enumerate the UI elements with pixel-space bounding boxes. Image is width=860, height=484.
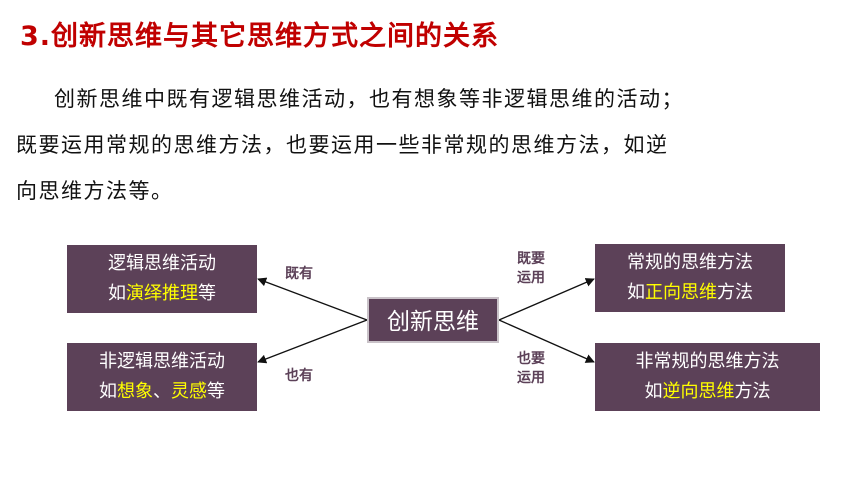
center-node-innovative-thinking: 创新思维 <box>367 297 499 343</box>
box-conventional-methods-line1: 常规的思维方法 <box>627 252 753 273</box>
slide-title: 3.创新思维与其它思维方式之间的关系 <box>20 21 500 52</box>
paragraph-line-3: 向思维方法等。 <box>16 179 174 203</box>
label-bottom-right: 也要 运用 <box>517 351 545 386</box>
box-logical-thinking-line1: 逻辑思维活动 <box>108 253 216 274</box>
box-logical-thinking: 逻辑思维活动 如演绎推理等 <box>67 245 257 313</box>
label-bottom-left: 也有 <box>285 368 313 384</box>
arrow-to-bottom-left <box>257 319 368 364</box>
label-top-right: 既要 运用 <box>517 251 545 286</box>
box-non-logical-thinking: 非逻辑思维活动 如想象、灵感等 <box>67 343 257 411</box>
arrow-to-top-right <box>498 278 595 321</box>
paragraph-line-1: 创新思维中既有逻辑思维活动，也有想象等非逻辑思维的活动； <box>54 87 684 111</box>
paragraph-line-2: 既要运用常规的思维方法，也要运用一些非常规的思维方法，如逆 <box>16 133 669 157</box>
box-unconventional-methods: 非常规的思维方法 如逆向思维方法 <box>595 343 820 411</box>
box-non-logical-thinking-line2: 如想象、灵感等 <box>99 381 225 402</box>
arrow-to-top-left <box>257 277 368 321</box>
box-conventional-methods: 常规的思维方法 如正向思维方法 <box>595 244 785 312</box>
box-logical-thinking-line2: 如演绎推理等 <box>108 283 216 304</box>
box-conventional-methods-line2: 如正向思维方法 <box>627 282 753 303</box>
label-top-left: 既有 <box>285 266 313 282</box>
body-paragraph: 创新思维中既有逻辑思维活动，也有想象等非逻辑思维的活动； 既要运用常规的思维方法… <box>16 76 850 214</box>
box-non-logical-thinking-line1: 非逻辑思维活动 <box>99 351 225 372</box>
arrow-to-bottom-right <box>498 319 595 363</box>
box-unconventional-methods-line2: 如逆向思维方法 <box>644 381 771 402</box>
box-unconventional-methods-line1: 非常规的思维方法 <box>635 351 780 372</box>
